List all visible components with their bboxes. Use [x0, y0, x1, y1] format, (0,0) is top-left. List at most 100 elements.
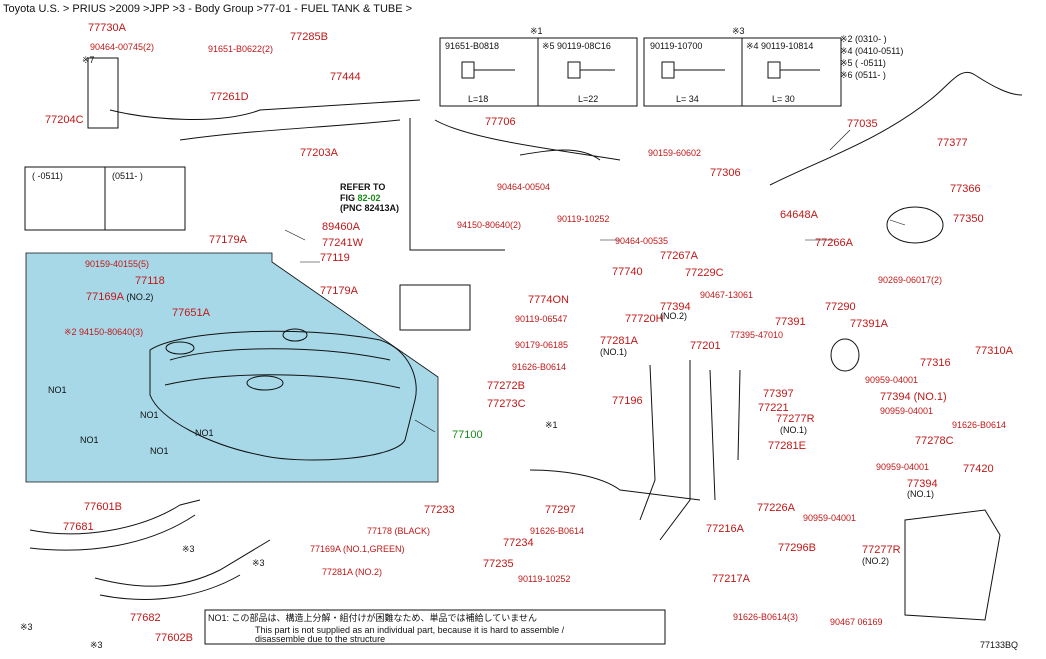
label-77297[interactable]: 77297: [545, 504, 576, 516]
label-77602B[interactable]: 77602B: [155, 632, 193, 644]
label-77391A[interactable]: 77391A: [850, 318, 889, 330]
label-77350[interactable]: 77350: [953, 213, 984, 225]
label-91626-B0614-b[interactable]: 91626-B0614: [952, 420, 1006, 430]
label-90464-00535[interactable]: 90464-00535: [615, 236, 668, 246]
label-77681[interactable]: 77681: [63, 521, 94, 533]
vapor-tubes: [109, 99, 421, 141]
label-77391[interactable]: 77391: [775, 316, 806, 328]
label-77216A[interactable]: 77216A: [706, 523, 745, 535]
label-77420[interactable]: 77420: [963, 463, 994, 475]
label-77118[interactable]: 77118: [135, 275, 165, 287]
label-77119[interactable]: 77119: [320, 252, 350, 264]
label-77203A[interactable]: 77203A: [300, 147, 339, 159]
no1-mark-3: NO1: [80, 435, 99, 445]
label-77261D[interactable]: 77261D: [210, 91, 249, 103]
label-77730A[interactable]: 77730A: [88, 22, 127, 34]
label-90467-06169[interactable]: 90467 06169: [830, 617, 883, 627]
label-77241W[interactable]: 77241W: [322, 237, 364, 249]
label-77601B[interactable]: 77601B: [84, 501, 122, 513]
label-90119-10252-a[interactable]: 90119-10252: [557, 214, 609, 224]
label-77651A[interactable]: 77651A: [172, 307, 211, 319]
label-77267A[interactable]: 77267A: [660, 250, 699, 262]
label-90119-06547[interactable]: 90119-06547: [515, 314, 567, 324]
footer-note-box: [204, 609, 666, 645]
label-77178[interactable]: 77178 (BLACK): [367, 526, 430, 536]
label-7774ON[interactable]: 7774ON: [528, 294, 569, 306]
bolt-a-icon: [461, 61, 475, 79]
label-90269-06017[interactable]: 90269-06017(2): [878, 275, 942, 285]
label-77278C[interactable]: 77278C: [915, 435, 954, 447]
label-90159-60602[interactable]: 90159-60602: [648, 148, 701, 158]
label-90464-00745[interactable]: 90464-00745(2): [90, 42, 154, 52]
label-90119-10252-b[interactable]: 90119-10252: [518, 574, 570, 584]
breather-pipe: [529, 469, 701, 501]
label-90959-04001-c[interactable]: 90959-04001: [876, 462, 929, 472]
label-77290[interactable]: 77290: [825, 301, 856, 313]
label-77397[interactable]: 77397: [763, 388, 794, 400]
label-91626-B0614-3[interactable]: 91626-B0614(3): [733, 612, 798, 622]
label-90464-00504[interactable]: 90464-00504: [497, 182, 550, 192]
label-77179A-mid[interactable]: 77179A: [320, 285, 359, 297]
label-77720H[interactable]: 77720H: [625, 313, 664, 325]
label-90959-04001-a[interactable]: 90959-04001: [865, 375, 918, 385]
label-94150-80640-2[interactable]: 94150-80640(2): [457, 220, 521, 230]
label-77100[interactable]: 77100: [452, 429, 483, 441]
tank-port-1: [165, 341, 195, 355]
label-77394-b[interactable]: 77394 (NO.1): [880, 391, 947, 403]
label-77217A[interactable]: 77217A: [712, 573, 751, 585]
label-77377[interactable]: 77377: [937, 137, 968, 149]
mark-3-b: ※3: [252, 558, 265, 568]
label-77394-c[interactable]: 77394: [907, 478, 938, 490]
label-77366[interactable]: 77366: [950, 183, 981, 195]
label-77706[interactable]: 77706: [485, 116, 516, 128]
label-77444[interactable]: 77444: [330, 71, 361, 83]
label-89460A[interactable]: 89460A: [322, 221, 361, 233]
refer-fig-link[interactable]: 82-02: [358, 193, 381, 203]
mark-7: ※7: [82, 55, 95, 65]
label-77196[interactable]: 77196: [612, 395, 643, 407]
label-64648A[interactable]: 64648A: [780, 209, 819, 221]
label-91651-B0622[interactable]: 91651-B0622(2): [208, 44, 273, 54]
label-77272B[interactable]: 77272B: [487, 380, 525, 392]
label-90959-04001-d[interactable]: 90959-04001: [803, 513, 856, 523]
label-77234[interactable]: 77234: [503, 537, 534, 549]
tank-rib-1: [169, 348, 391, 361]
label-77266A[interactable]: 77266A: [815, 237, 854, 249]
label-77306[interactable]: 77306: [710, 167, 741, 179]
label-77281A-2[interactable]: 77281A (NO.2): [322, 567, 382, 577]
label-77233[interactable]: 77233: [424, 504, 455, 516]
label-77682[interactable]: 77682: [130, 612, 161, 624]
label-90159-40155[interactable]: 90159-40155(5): [85, 259, 149, 269]
label-90179-06185[interactable]: 90179-06185: [515, 340, 568, 350]
label-77316[interactable]: 77316: [920, 357, 951, 369]
label-77204C[interactable]: 77204C: [45, 114, 84, 126]
label-91626-B0614-c[interactable]: 91626-B0614: [530, 526, 584, 536]
label-77281E[interactable]: 77281E: [768, 440, 806, 452]
label-77226A[interactable]: 77226A: [757, 502, 796, 514]
label-77281A[interactable]: 77281A: [600, 335, 639, 347]
label-77394-a[interactable]: 77394: [660, 301, 691, 313]
label-77229C[interactable]: 77229C: [685, 267, 724, 279]
label-77221[interactable]: 77221: [758, 402, 789, 414]
label-77285B[interactable]: 77285B: [290, 31, 328, 43]
label-77395-47010[interactable]: 77395-47010: [730, 330, 783, 340]
label-77179A-top[interactable]: 77179A: [209, 234, 248, 246]
label-91626-B0614-a[interactable]: 91626-B0614: [512, 362, 566, 372]
label-77169A[interactable]: 77169A (NO.2): [86, 291, 153, 303]
label-94150-80640-3[interactable]: ※2 94150-80640(3): [64, 327, 143, 337]
bolt-b-icon: [567, 61, 581, 79]
label-77296B[interactable]: 77296B: [778, 542, 816, 554]
label-77277R-2[interactable]: 77277R: [862, 544, 901, 556]
label-77169A-green[interactable]: 77169A (NO.1,GREEN): [310, 544, 405, 554]
label-77310A[interactable]: 77310A: [975, 345, 1014, 357]
label-77273C[interactable]: 77273C: [487, 398, 526, 410]
label-77235[interactable]: 77235: [483, 558, 514, 570]
bolt-d: ※4 90119-10814: [746, 41, 813, 51]
label-77720H-note: (NO.2): [660, 311, 687, 321]
label-77740[interactable]: 77740: [612, 266, 643, 278]
label-77201[interactable]: 77201: [690, 340, 721, 352]
label-90959-04001-b[interactable]: 90959-04001: [880, 406, 933, 416]
label-77035[interactable]: 77035: [847, 118, 878, 130]
label-77277R-1[interactable]: 77277R: [776, 413, 815, 425]
label-90467-13061[interactable]: 90467-13061: [700, 290, 753, 300]
